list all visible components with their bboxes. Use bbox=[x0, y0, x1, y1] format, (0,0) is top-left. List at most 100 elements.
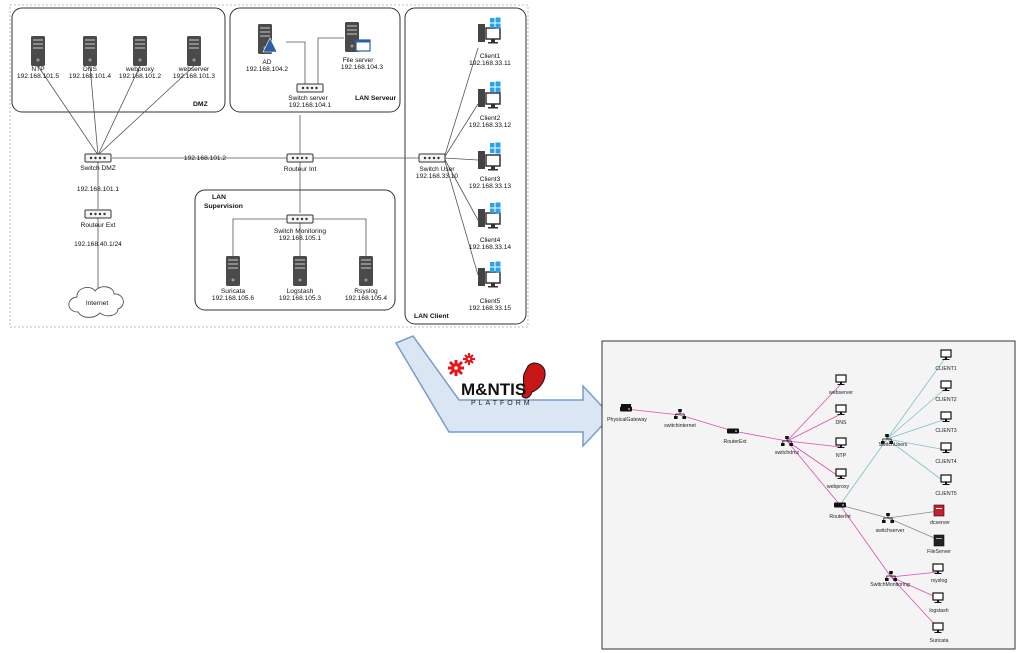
svg-text:Rsyslog: Rsyslog bbox=[354, 288, 378, 295]
svg-text:File server: File server bbox=[343, 57, 375, 64]
transform-arrow bbox=[394, 335, 613, 448]
twin-node-client5: CLIENT5 bbox=[935, 474, 957, 497]
ad-server: AD 192.168.104.2 bbox=[246, 24, 288, 73]
twin-links bbox=[625, 356, 947, 629]
switch-monitoring: Switch Monitoring 192.168.105.1 bbox=[274, 214, 326, 242]
twin-node-webserver: webserver bbox=[829, 374, 853, 396]
file-server: File server 192.168.104.3 bbox=[341, 22, 383, 71]
svg-text:DNS: DNS bbox=[83, 66, 98, 73]
twin-node-switchusers: SwitchUsers bbox=[879, 433, 908, 448]
svg-text:Suricata: Suricata bbox=[929, 638, 948, 644]
svg-text:192.168.105.6: 192.168.105.6 bbox=[212, 295, 255, 302]
svg-text:Client5: Client5 bbox=[480, 298, 501, 305]
windows-icon bbox=[490, 202, 501, 214]
svg-text:192.168.101.3: 192.168.101.3 bbox=[173, 73, 216, 80]
svg-text:192.168.33.11: 192.168.33.11 bbox=[469, 60, 511, 67]
twin-node-ntp: NTP bbox=[835, 437, 847, 459]
svg-text:NTP: NTP bbox=[836, 453, 847, 459]
svg-text:Client4: Client4 bbox=[480, 237, 501, 244]
twin-node-rsyslog: rsyslog bbox=[931, 563, 948, 584]
routeur-int: Routeur Int bbox=[284, 153, 317, 173]
twin-node-switchdmz: switchdmz bbox=[775, 435, 800, 456]
ad-triangle-icon bbox=[262, 37, 278, 53]
router-icon bbox=[834, 502, 846, 508]
lan-serveur-zone bbox=[229, 7, 401, 113]
svg-text:rsyslog: rsyslog bbox=[931, 578, 948, 584]
lan-client-label: LAN Client bbox=[414, 313, 449, 320]
client-4: Client4 192.168.33.14 bbox=[469, 202, 512, 251]
rsyslog-server: Rsyslog 192.168.105.4 bbox=[345, 256, 388, 302]
router-icon bbox=[286, 153, 314, 163]
server-icon bbox=[187, 36, 201, 66]
svg-text:SwitchMonitoring: SwitchMonitoring bbox=[870, 582, 910, 588]
twin-node-dns: DNS bbox=[835, 404, 847, 426]
router-icon bbox=[727, 428, 739, 434]
dmz-server-ntp: NTP 192.168.101.5 bbox=[17, 36, 59, 80]
twin-node-fileserver: FileServer bbox=[927, 534, 951, 555]
lan-client-zone bbox=[404, 7, 527, 325]
server-icon bbox=[293, 256, 307, 286]
twin-node-routerext: RouterExt bbox=[723, 428, 747, 445]
svg-text:Internet: Internet bbox=[86, 300, 109, 307]
svg-text:Logstash: Logstash bbox=[287, 288, 314, 295]
dmz-label: DMZ bbox=[193, 101, 208, 108]
logo-text: M&NTIS bbox=[461, 380, 526, 399]
svg-text:webproxy: webproxy bbox=[125, 66, 155, 73]
switch-dmz: Switch DMZ bbox=[80, 153, 116, 172]
windows-icon bbox=[490, 17, 501, 29]
svg-text:Switch Monitoring: Switch Monitoring bbox=[274, 228, 326, 235]
svg-text:webserver: webserver bbox=[178, 66, 210, 73]
server-icon bbox=[933, 534, 945, 547]
switch-icon bbox=[418, 153, 446, 163]
svg-text:Routeur Int: Routeur Int bbox=[284, 166, 317, 173]
dmz-server-dns: DNS 192.168.101.4 bbox=[69, 36, 112, 80]
mantis-figure-icon bbox=[521, 362, 546, 399]
svg-text:192.168.33.15: 192.168.33.15 bbox=[469, 305, 512, 312]
svg-text:Client2: Client2 bbox=[480, 115, 501, 122]
twin-node-routerint: RouterInt bbox=[829, 502, 851, 520]
svg-text:Client1: Client1 bbox=[480, 53, 501, 60]
routeur-ext: Routeur Ext bbox=[81, 209, 116, 229]
link-ext-internet-label: 192.168.40.1/24 bbox=[74, 241, 122, 248]
svg-text:CLIENT1: CLIENT1 bbox=[935, 366, 956, 372]
lan-supervision-label-2: Supervision bbox=[204, 203, 243, 210]
svg-text:192.168.33.10: 192.168.33.10 bbox=[416, 173, 459, 180]
svg-text:192.168.33.13: 192.168.33.13 bbox=[469, 183, 512, 190]
svg-text:switchserver: switchserver bbox=[876, 528, 905, 534]
client-2: Client2 192.168.33.12 bbox=[469, 81, 511, 129]
svg-text:Switch User: Switch User bbox=[419, 166, 455, 173]
svg-text:CLIENT2: CLIENT2 bbox=[935, 397, 956, 403]
twin-node-dcserver: dcserver bbox=[930, 504, 950, 526]
svg-text:192.168.33.14: 192.168.33.14 bbox=[469, 244, 512, 251]
twin-node-switchmonitoring: SwitchMonitoring bbox=[870, 570, 910, 588]
svg-text:192.168.101.2: 192.168.101.2 bbox=[119, 73, 162, 80]
svg-text:logstash: logstash bbox=[929, 608, 948, 614]
svg-text:webproxy: webproxy bbox=[827, 484, 850, 490]
switch-icon bbox=[84, 153, 112, 163]
svg-text:CLIENT3: CLIENT3 bbox=[935, 428, 956, 434]
server-icon bbox=[83, 36, 97, 66]
client-1: Client1 192.168.33.11 bbox=[469, 17, 511, 67]
svg-text:SwitchUsers: SwitchUsers bbox=[879, 442, 908, 448]
svg-text:switchdmz: switchdmz bbox=[775, 450, 800, 456]
internet-cloud: Internet bbox=[68, 286, 124, 318]
svg-text:PhysicalGateway: PhysicalGateway bbox=[607, 417, 647, 423]
mantis-logo: M&NTIS PLATFORM bbox=[461, 362, 546, 407]
svg-text:switchinternet: switchinternet bbox=[664, 423, 696, 429]
server-icon bbox=[31, 36, 45, 66]
link-dmz-ext-label: 192.168.101.1 bbox=[77, 186, 120, 193]
twin-node-webproxy: webproxy bbox=[827, 468, 850, 490]
server-icon bbox=[133, 36, 147, 66]
router-icon bbox=[84, 209, 112, 219]
svg-text:CLIENT4: CLIENT4 bbox=[935, 459, 956, 465]
svg-text:192.168.105.4: 192.168.105.4 bbox=[345, 295, 388, 302]
logo-subtext: PLATFORM bbox=[471, 400, 533, 407]
windows-icon bbox=[490, 81, 501, 93]
svg-text:Switch server: Switch server bbox=[288, 95, 328, 102]
svg-text:192.168.101.4: 192.168.101.4 bbox=[69, 73, 112, 80]
switch-user: Switch User 192.168.33.10 bbox=[416, 153, 459, 180]
twin-node-logstash: logstash bbox=[929, 592, 949, 614]
twin-node-client1: CLIENT1 bbox=[935, 349, 957, 372]
switch-icon bbox=[296, 83, 324, 93]
